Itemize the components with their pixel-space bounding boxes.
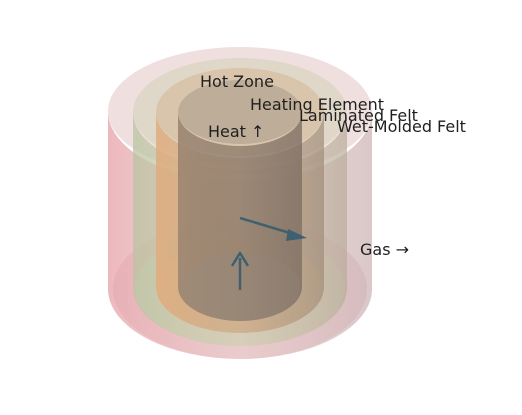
heat-flow-arrow xyxy=(230,251,250,290)
laminated-felt-label: Laminated Felt xyxy=(299,106,418,125)
hot-zone-layer xyxy=(178,80,302,321)
gas-flow-arrow xyxy=(239,216,307,241)
heating-element-label: Heating Element xyxy=(250,95,384,114)
heat-label: Heat ↑ xyxy=(208,122,264,141)
wet-molded-felt-label: Wet-Molded Felt xyxy=(337,117,466,136)
hot-zone-label: Hot Zone xyxy=(200,72,274,91)
gas-label: Gas → xyxy=(360,240,409,259)
